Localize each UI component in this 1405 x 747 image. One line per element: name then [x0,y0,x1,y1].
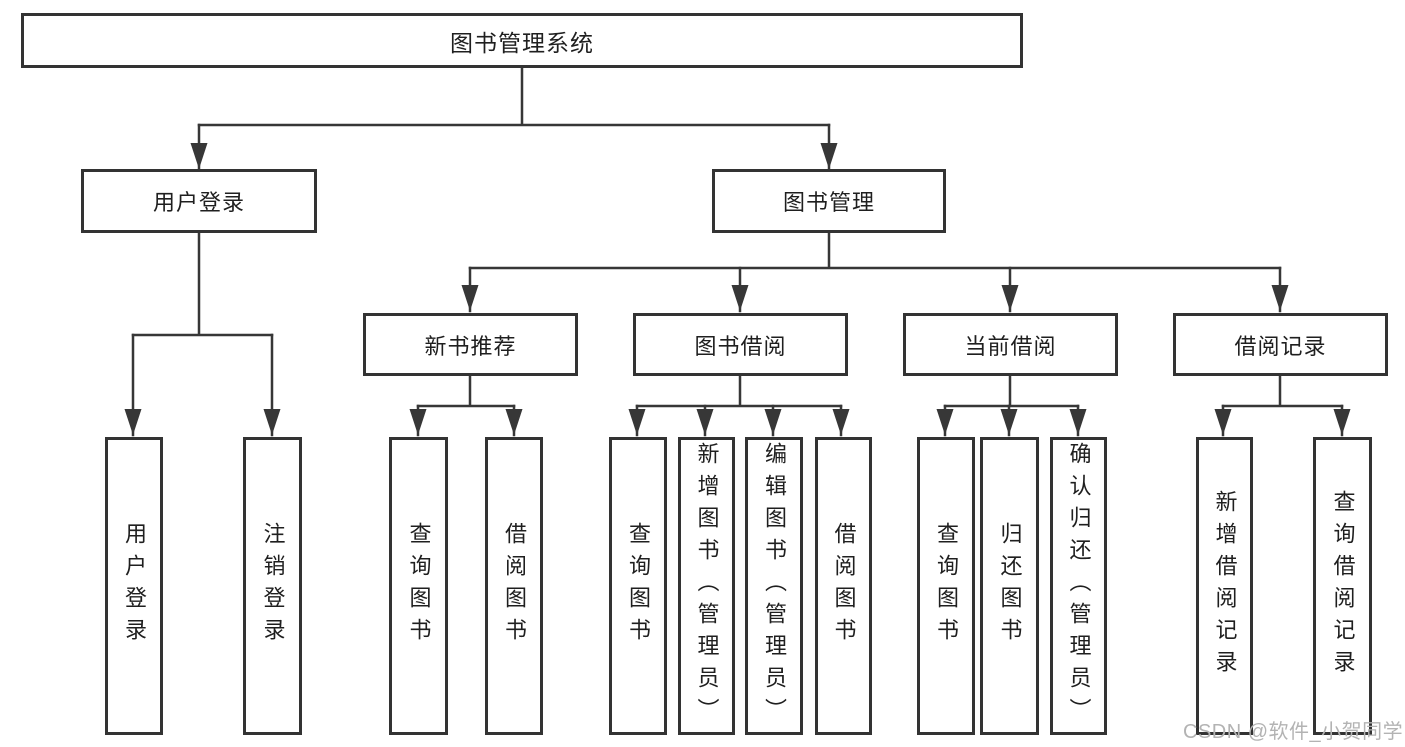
leaf-user-login: 用户登录 [105,437,163,735]
leaf-borrow-book-2-label: 借阅图书 [831,522,857,650]
node-current-borrow-label: 当前借阅 [964,333,1057,359]
leaf-return-book: 归还图书 [980,437,1039,735]
leaf-borrow-book-1-label: 借阅图书 [502,522,527,650]
leaf-edit-book-admin: 编辑图书（管理员） [745,437,803,735]
leaf-add-borrow-record-label: 新增借阅记录 [1212,490,1238,682]
csdn-watermark: CSDN @软件_小贺同学 [1183,721,1404,743]
node-root-label: 图书管理系统 [450,29,594,56]
leaf-add-book-admin-label: 新增图书（管理员） [694,442,720,730]
leaf-query-book-3-label: 查询图书 [934,522,959,650]
leaf-confirm-return-admin-label: 确认归还（管理员） [1066,442,1092,730]
leaf-confirm-return-admin: 确认归还（管理员） [1050,437,1107,735]
leaf-query-book-1-label: 查询图书 [406,522,432,650]
leaf-add-book-admin: 新增图书（管理员） [678,437,735,735]
node-book-management-label: 图书管理 [782,190,875,215]
node-current-borrow: 当前借阅 [903,313,1118,376]
node-new-book-recommend-label: 新书推荐 [424,333,517,359]
node-book-borrow: 图书借阅 [633,313,848,376]
node-root: 图书管理系统 [21,13,1023,68]
node-borrow-record: 借阅记录 [1173,313,1388,376]
node-user-login: 用户登录 [81,169,317,233]
leaf-borrow-book-1: 借阅图书 [485,437,543,735]
leaf-user-login-label: 用户登录 [122,522,147,650]
node-book-borrow-label: 图书借阅 [694,333,787,359]
node-new-book-recommend: 新书推荐 [363,313,578,376]
leaf-query-book-3: 查询图书 [917,437,975,735]
leaf-query-book-2-label: 查询图书 [626,522,651,650]
leaf-edit-book-admin-label: 编辑图书（管理员） [762,442,787,730]
leaf-add-borrow-record: 新增借阅记录 [1196,437,1253,735]
leaf-query-borrow-record-label: 查询借阅记录 [1330,490,1356,682]
leaf-query-book-1: 查询图书 [389,437,448,735]
leaf-borrow-book-2: 借阅图书 [815,437,872,735]
leaf-query-book-2: 查询图书 [609,437,667,735]
node-user-login-label: 用户登录 [152,190,245,215]
node-borrow-record-label: 借阅记录 [1234,333,1327,359]
node-book-management: 图书管理 [712,169,946,233]
leaf-logout: 注销登录 [243,437,302,735]
leaf-return-book-label: 归还图书 [997,522,1023,650]
leaf-query-borrow-record: 查询借阅记录 [1313,437,1372,735]
leaf-logout-label: 注销登录 [260,522,286,650]
